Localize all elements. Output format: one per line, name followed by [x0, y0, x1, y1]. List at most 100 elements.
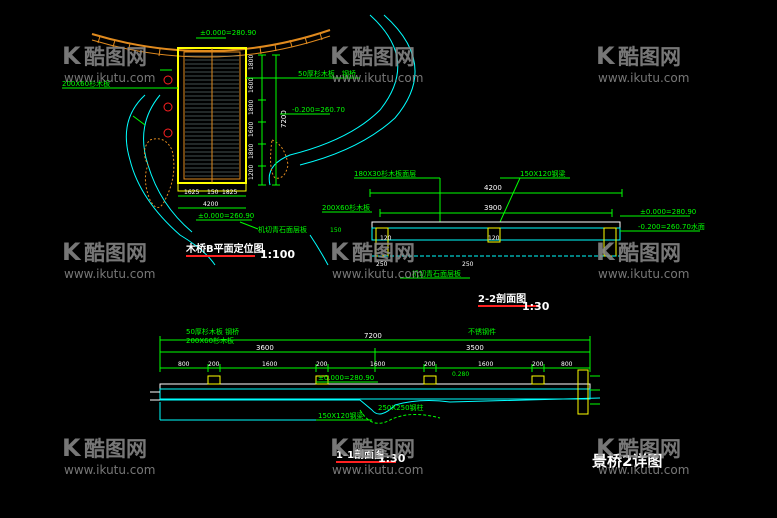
watermark-brand: 酷图网	[618, 241, 681, 265]
s11-dim-left: 3600	[256, 344, 274, 352]
s11-bottom-b: 250X250钢柱	[378, 403, 424, 412]
s11-note-a: 50厚杉木板 钢桥	[186, 327, 239, 336]
section-1-1: 50厚杉木板 钢桥 200X60杉木板 不锈钢件 7200 3600 3500 …	[150, 327, 601, 465]
plan-elev-top: ±0.000=280.90	[200, 29, 256, 37]
watermark-url: www.ikutu.com	[598, 267, 689, 281]
watermark-brand: 酷图网	[84, 437, 147, 461]
watermark-logo-icon: K	[596, 434, 616, 462]
plan-dim-a: 1625	[184, 189, 199, 196]
s11-title: 1-1剖面图	[336, 448, 384, 461]
s22-title: 2-2剖面图	[478, 292, 526, 305]
s11-seg-label: 1600	[262, 361, 277, 368]
s11-elev: ±0.000=280.90	[318, 374, 374, 382]
s11-post	[423, 375, 437, 385]
s22-dim-120a: 120	[380, 235, 392, 242]
plan-elev-bottom: ±0.000=260.90	[198, 212, 254, 220]
watermark-logo-icon: K	[330, 42, 350, 70]
river-bank-right	[268, 14, 399, 186]
s11-bottom-a: 150X120钢梁	[318, 411, 364, 420]
sheet-title: 景桥2详图	[592, 452, 662, 470]
s11-scale: 1:30	[378, 452, 406, 465]
s11-dim-total: 7200	[364, 332, 382, 340]
s11-seg-label: 200	[532, 361, 544, 368]
plan-side-dim-2: 1600	[248, 78, 255, 93]
plan-title: 木桥B平面定位图	[185, 242, 264, 255]
s22-scale: 1:30	[522, 300, 550, 313]
watermark-url: www.ikutu.com	[598, 71, 689, 85]
s22-elev-top: ±0.000=280.90	[640, 208, 696, 216]
s22-dim-250b: 250	[462, 261, 474, 268]
watermark-url: www.ikutu.com	[64, 71, 155, 85]
plan-dim-b: 150	[207, 189, 219, 196]
plan-wood-rail: 50厚杉木板	[298, 69, 335, 78]
plan-side-dim-4: 1600	[248, 122, 255, 137]
watermark-logo-icon: K	[330, 238, 350, 266]
s11-seg-label: 1600	[370, 361, 385, 368]
plan-scale: 1:100	[260, 248, 295, 261]
watermark-logo-icon: K	[62, 238, 82, 266]
s22-dim-120b: 120	[488, 235, 500, 242]
s22-deck	[371, 221, 621, 229]
watermark-url: www.ikutu.com	[332, 71, 423, 85]
plan-stone: 机切青石面层板	[258, 225, 307, 234]
watermark-url: www.ikutu.com	[598, 463, 689, 477]
s11-dim-right: 3500	[466, 344, 484, 352]
watermark-logo-icon: K	[596, 42, 616, 70]
s11-post	[315, 375, 329, 385]
plan-small-label: 200X60杉木板	[62, 79, 110, 88]
plan-side-dim-1: 1800	[248, 55, 255, 70]
watermark-logo-icon: K	[596, 238, 616, 266]
s22-dim-total: 4200	[484, 184, 502, 192]
s22-top-note: 180X30杉木板面层	[354, 169, 416, 178]
section-2-2: 180X30杉木板面层 150X120钢梁 4200 3900 200X60杉木…	[322, 169, 705, 313]
s11-post	[531, 375, 545, 385]
plan-steel: 钢桥	[342, 69, 356, 78]
s11-seg-label: 200	[316, 361, 328, 368]
watermark-url: www.ikutu.com	[64, 267, 155, 281]
plan-dim-total: 4200	[203, 201, 218, 208]
s22-elev-mid: -0.200=260.70水面	[638, 222, 705, 231]
plan-elev-water: -0.200=260.70	[292, 106, 345, 114]
plan-side-dim-3: 1800	[248, 100, 255, 115]
s11-elev-small: 0.280	[452, 371, 469, 378]
s11-seg-label: 800	[178, 361, 190, 368]
watermark-logo-icon: K	[330, 434, 350, 462]
plan-dim-c: 1825	[222, 189, 237, 196]
s11-seg-label: 1600	[478, 361, 493, 368]
watermark-url: www.ikutu.com	[332, 463, 423, 477]
s11-note-c: 不锈钢件	[468, 327, 496, 336]
watermark-brand: 酷图网	[352, 241, 415, 265]
plan-view: 1800 1600 1800 1600 1800 1200 7200 ±0.00…	[62, 14, 416, 266]
watermark-url: www.ikutu.com	[64, 463, 155, 477]
s22-left-dim: 150	[330, 227, 342, 234]
watermark-brand: 酷图网	[84, 241, 147, 265]
s11-seg-label: 200	[424, 361, 436, 368]
river-bank-left	[125, 94, 216, 266]
s22-dim-250a: 250	[376, 261, 388, 268]
watermark-url: www.ikutu.com	[332, 267, 423, 281]
s11-deck	[159, 383, 591, 390]
s22-left-note: 200X60杉木板	[322, 203, 370, 212]
s22-bottom-note: 机切青石面层板	[412, 269, 461, 278]
watermark-brand: 酷图网	[618, 437, 681, 461]
s22-dim-inner: 3900	[484, 204, 502, 212]
s22-beam: 150X120钢梁	[520, 169, 566, 178]
plan-side-dim-5: 1800	[248, 144, 255, 159]
watermark-brand: 酷图网	[84, 45, 147, 69]
island-outline	[144, 138, 175, 208]
watermark-brand: 酷图网	[352, 437, 415, 461]
watermark-brand: 酷图网	[352, 45, 415, 69]
plan-side-dim-total: 7200	[280, 110, 288, 128]
watermark-logo-icon: K	[62, 42, 82, 70]
